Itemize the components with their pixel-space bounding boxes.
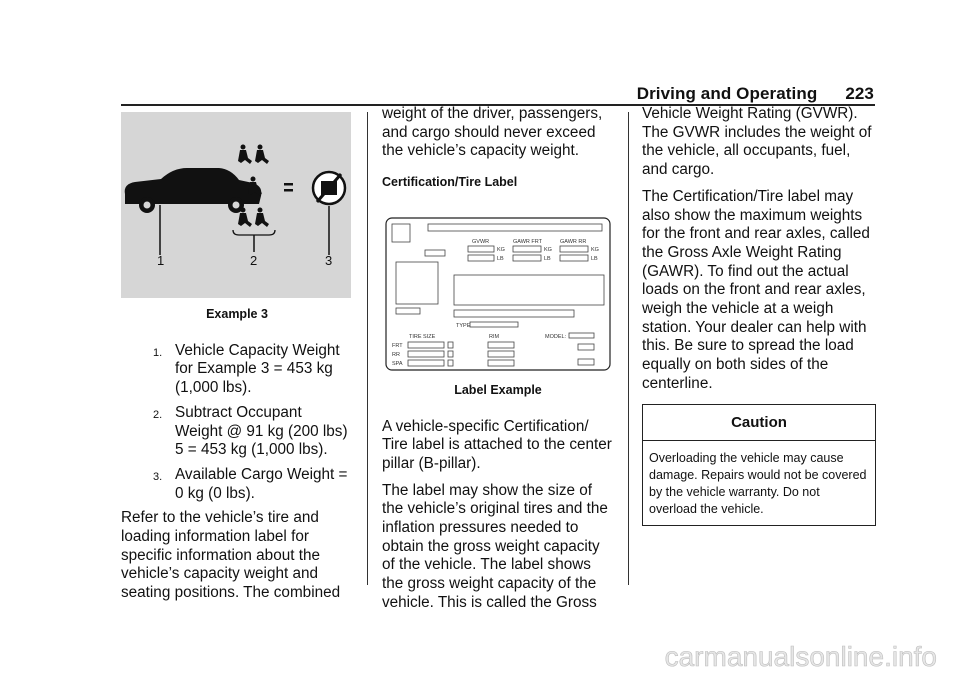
svg-text:SPA: SPA [392, 361, 403, 367]
step-text: Available Cargo Weight = 0 kg (0 lbs). [175, 465, 348, 502]
column-3: Vehicle Weight Rating (GVWR). The GVWR i… [642, 105, 876, 527]
svg-text:KG: KG [544, 247, 552, 253]
section-title: Driving and Operating [636, 84, 818, 103]
watermark-text: carmanualsonline.info [665, 641, 937, 672]
svg-text:KG: KG [497, 247, 505, 253]
step-text: Subtract Occupant Weight @ 91 kg (200 lb… [175, 403, 348, 459]
label-example-figure: GVWR GAWR FRT GAWR RR KG LB KG LB KG LB … [382, 198, 614, 374]
svg-text:MODEL:: MODEL: [545, 334, 567, 340]
paragraph: Refer to the vehicle’s tire and loading … [121, 509, 341, 602]
page-number: 223 [845, 84, 874, 103]
subheading-certification-label: Certification/Tire Label [382, 175, 518, 190]
figure-caption-label-example: Label Example [454, 382, 542, 397]
watermark: carmanualsonline.info [664, 641, 937, 673]
paragraph: Vehicle Weight Rating (GVWR). The GVWR i… [642, 105, 872, 179]
svg-text:TYPE: TYPE [456, 323, 471, 329]
equals-sign [284, 183, 293, 192]
svg-text:LB: LB [544, 256, 551, 262]
figure-caption-example-3: Example 3 [206, 307, 268, 321]
calculation-steps: 1. Vehicle Capacity Weight for Example 3 … [121, 342, 353, 504]
no-cargo-icon [311, 170, 347, 206]
svg-text:GAWR FRT: GAWR FRT [513, 239, 543, 245]
step-number: 1. [153, 346, 163, 359]
column-2: weight of the driver, passengers, and ca… [382, 105, 614, 621]
paragraph: A vehicle-specific Certification/ Tire l… [382, 417, 612, 472]
caution-title: Caution [643, 405, 875, 442]
step-item: 1. Vehicle Capacity Weight for Example 3 … [121, 342, 353, 398]
paragraph: weight of the driver, passengers, and ca… [382, 105, 603, 160]
page-header: Driving and Operating 223 [620, 84, 874, 104]
svg-text:RR: RR [392, 352, 400, 358]
example-3-figure: 1 2 3 [121, 112, 351, 298]
svg-text:LB: LB [591, 256, 598, 262]
svg-text:TIRE SIZE: TIRE SIZE [409, 334, 436, 340]
step-number: 2. [153, 408, 163, 421]
step-number: 3. [153, 470, 163, 483]
callout-3: 3 [325, 253, 332, 268]
step-text: Vehicle Capacity Weight for Example 3 = … [175, 341, 340, 397]
svg-text:GVWR: GVWR [472, 239, 489, 245]
car-icon [124, 168, 262, 213]
svg-text:FRT: FRT [392, 343, 403, 349]
caution-text: Overloading the vehicle may cause damage… [649, 451, 867, 517]
callout-2: 2 [250, 253, 257, 268]
paragraph: The label may show the size of the vehic… [382, 481, 608, 611]
column-divider-2 [628, 112, 629, 585]
svg-text:GAWR RR: GAWR RR [560, 239, 586, 245]
caution-box: Caution Overloading the vehicle may caus… [642, 403, 876, 527]
minus-sign [206, 187, 215, 190]
svg-text:RIM: RIM [489, 334, 500, 340]
step-item: 3. Available Cargo Weight = 0 kg (0 lbs). [121, 466, 353, 503]
occupant-icons [238, 144, 269, 227]
column-1: 1 2 3 Example 3 1. Vehicle Capacity Weigh… [121, 112, 353, 611]
callout-1: 1 [157, 253, 164, 268]
tire-label-illustration: GVWR GAWR FRT GAWR RR KG LB KG LB KG LB … [385, 217, 611, 371]
capacity-illustration: 1 2 3 [124, 144, 347, 268]
paragraph: The Certification/Tire label may also sh… [642, 187, 870, 392]
header-rule [121, 104, 875, 106]
step-item: 2. Subtract Occupant Weight @ 91 kg (200 … [121, 404, 353, 460]
column-divider-1 [367, 112, 368, 585]
svg-text:LB: LB [497, 256, 504, 262]
svg-text:KG: KG [591, 247, 599, 253]
